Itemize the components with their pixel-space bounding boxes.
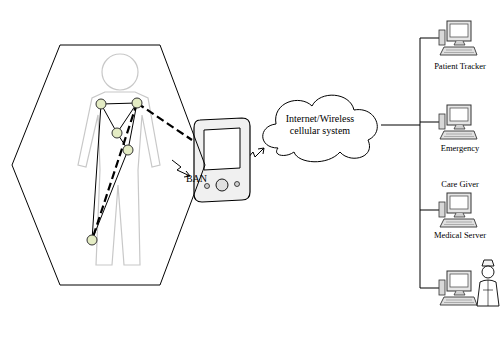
human-figure [78, 54, 160, 265]
sensor-node [87, 98, 142, 245]
ban-hexagon: BAN [12, 45, 207, 312]
pda-device [194, 118, 250, 202]
device-label: Emergency [415, 144, 504, 153]
device-label: Medical Server [415, 231, 504, 240]
network-bus [381, 38, 440, 288]
device-label: Patient Tracker [415, 62, 504, 71]
group-label: BAN [186, 173, 207, 185]
sensor-links [92, 103, 192, 240]
nurse-figure [477, 260, 499, 306]
device-label-text: Patient Tracker [433, 61, 487, 71]
device-label-text: Emergency [440, 143, 481, 153]
cloud-label: Internet/Wireless cellular system [275, 113, 365, 137]
device-label-text: Care Giver [440, 179, 480, 189]
device-label: Care Giver [415, 180, 504, 189]
device-label-text: Medical Server [433, 230, 487, 240]
network-cloud: Internet/Wireless cellular system [258, 88, 382, 162]
ban-hexagon-outline [12, 45, 207, 312]
